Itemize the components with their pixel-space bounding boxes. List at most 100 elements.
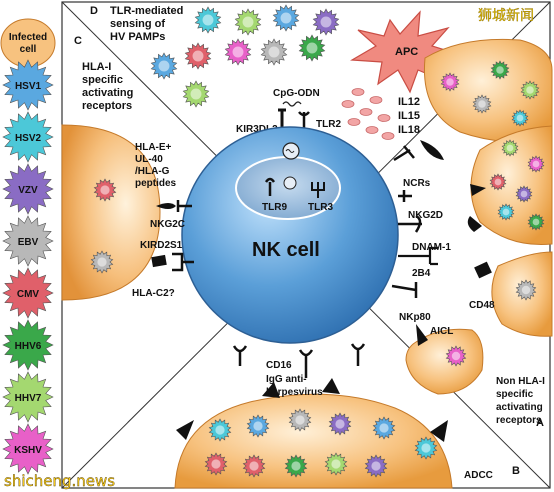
kir2ds1-receptor — [172, 252, 194, 272]
dnam1-ligand — [467, 216, 482, 232]
legend-virus-label: HSV1 — [15, 81, 42, 92]
virion-cmv — [489, 173, 507, 191]
tlr9-label: TLR9 — [262, 202, 287, 213]
nk-cell — [181, 126, 399, 344]
aicl-label: AICL — [430, 326, 453, 337]
legend-virus-label: HSV2 — [15, 133, 42, 144]
hla-label-line4: peptides — [135, 178, 177, 189]
panel-c-title-line1: HLA-I — [82, 61, 111, 73]
cd16-receptor-center — [298, 349, 314, 378]
nkp80-label: NKp80 — [399, 312, 431, 323]
legend-virion-icon — [2, 371, 54, 423]
nk-cell-label: NK cell — [252, 239, 320, 261]
watermark-bottom: shicheng.news — [4, 472, 115, 490]
endosome-vesicle — [283, 176, 297, 190]
legend-virion-icon — [2, 215, 54, 267]
legend-virion-icon — [2, 319, 54, 371]
tlr9-receptor — [264, 177, 276, 196]
dnam1-receptor — [398, 214, 422, 233]
cd16-receptor-left — [232, 345, 248, 366]
hla-c2-label: HLA-C2? — [132, 288, 175, 299]
virion-hsv2 — [414, 436, 438, 460]
adcc-label: ADCC — [464, 470, 493, 481]
virion-ebv — [260, 38, 288, 66]
panel-c-title-line4: receptors — [82, 100, 132, 112]
il12-label: IL12 — [398, 96, 420, 108]
virion-cmv — [93, 178, 117, 202]
virion-hhv7 — [234, 8, 262, 36]
legend-item-ebv: EBV — [2, 215, 54, 267]
virion-kshv — [527, 155, 545, 173]
hla-c2-ligand — [151, 254, 167, 268]
kir3dl2-label: KIR3DL2 — [236, 124, 278, 135]
panel-c-letter: C — [74, 35, 82, 47]
panel-a-title-line1: Non HLA-I — [496, 376, 545, 387]
legend-header-1: Infected — [9, 32, 47, 43]
virion-hhv6 — [490, 60, 510, 80]
cd48-ligand — [474, 261, 492, 279]
nkg2c-receptor — [176, 200, 192, 212]
nkg2d-label: NKG2D — [408, 210, 443, 221]
legend-item-hsv2: HSV2 — [2, 111, 54, 163]
ncrs-receptor — [393, 145, 415, 162]
virion-vzv — [515, 185, 533, 203]
panel-c-title-line3: activating — [82, 87, 133, 99]
cytokine-droplets — [341, 88, 395, 140]
il18-label: IL18 — [398, 124, 420, 136]
hla-label-line2: UL-40 — [135, 154, 163, 165]
right-infected-cell-bottom — [405, 328, 484, 395]
legend-item-kshv: KSHV — [2, 423, 54, 475]
cd16-label: CD16 — [266, 360, 292, 371]
legend-virion-icon — [2, 59, 54, 111]
panel-a-title-line3: activating — [496, 402, 543, 413]
virion-cmv — [184, 42, 212, 70]
virion-hhv7 — [324, 452, 348, 476]
legend-virus-label: EBV — [18, 237, 39, 248]
legend-header-2: cell — [20, 44, 37, 55]
igg-label-line1: IgG anti- — [266, 374, 307, 385]
2b4-label: 2B4 — [412, 268, 431, 279]
hla-label-line1: HLA-E+ — [135, 142, 172, 153]
panel-a-letter: A — [536, 417, 544, 429]
virion-hhv6 — [527, 213, 545, 231]
nkg2d-ligand — [470, 184, 486, 196]
legend-virion-icon — [2, 423, 54, 475]
legend-item-hhv7: HHV7 — [2, 371, 54, 423]
legend-item-cmv: CMV — [2, 267, 54, 319]
il15-label: IL15 — [398, 110, 420, 122]
virion-ebv — [515, 279, 537, 301]
virion-cmv — [242, 454, 266, 478]
virion-hhv6 — [298, 34, 326, 62]
legend-item-hhv6: HHV6 — [2, 319, 54, 371]
dnam1-label: DNAM-1 — [412, 242, 451, 253]
nkg2d-receptor — [398, 190, 412, 202]
virions-layer — [90, 4, 545, 478]
panel-b-letter: B — [512, 465, 520, 477]
virion-hsv1 — [246, 414, 270, 438]
virion-hsv2 — [511, 109, 529, 127]
cpg-odn-label: CpG-ODN — [273, 88, 320, 99]
igg-antibody-spikes — [176, 378, 448, 442]
virion-hsv2 — [208, 418, 232, 442]
tlr2-label: TLR2 — [316, 119, 341, 130]
legend-virus-label: VZV — [18, 185, 38, 196]
virion-ebv — [90, 250, 114, 274]
virion-hhv7 — [501, 139, 519, 157]
2b4-receptor — [398, 246, 438, 266]
entry-vesicle — [282, 142, 300, 160]
legend-virus-label: HHV7 — [15, 393, 42, 404]
ncr-ligand — [420, 140, 444, 160]
virion-cmv — [204, 452, 228, 476]
legend-virus-label: KSHV — [14, 445, 42, 456]
virion-vzv — [312, 8, 340, 36]
legend-virus-label: CMV — [17, 289, 40, 300]
tlr3-receptor — [311, 182, 325, 198]
legend-virus-label: HHV6 — [15, 341, 42, 352]
virion-hhv7 — [182, 80, 210, 108]
virion-kshv — [224, 38, 252, 66]
legend-virion-icon — [2, 267, 54, 319]
hla-e-ligand — [156, 203, 176, 209]
virion-hsv2 — [497, 203, 515, 221]
